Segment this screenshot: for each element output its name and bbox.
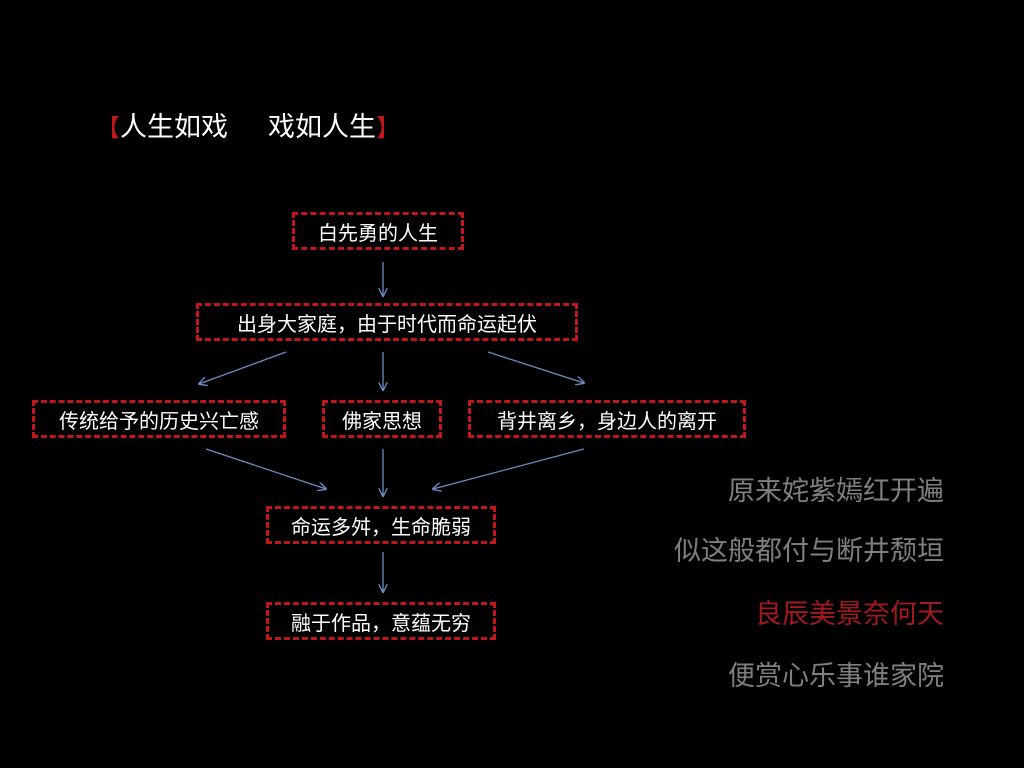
node-origin: 出身大家庭，由于时代而命运起伏 bbox=[196, 303, 578, 341]
poem-line-2: 似这般都付与断井颓垣 bbox=[674, 536, 944, 567]
poem-line-1: 原来姹紫嫣红开遍 bbox=[728, 476, 944, 507]
title-part-1: 人生如戏 bbox=[120, 112, 228, 143]
poem-line-4: 便赏心乐事谁家院 bbox=[728, 661, 944, 692]
node-top: 白先勇的人生 bbox=[292, 212, 464, 250]
poem-line-3: 良辰美景奈何天 bbox=[755, 599, 944, 630]
title-part-2: 戏如人生 bbox=[268, 112, 376, 143]
arrow-origin-to-right bbox=[487, 351, 584, 383]
title-bracket-right: 】 bbox=[376, 114, 400, 142]
node-cause-middle: 佛家思想 bbox=[322, 400, 442, 438]
node-cause-right: 背井离乡，身边人的离开 bbox=[468, 400, 746, 438]
slide-title: 【人生如戏 戏如人生】 bbox=[96, 108, 400, 148]
arrow-right-to-result bbox=[433, 448, 585, 489]
node-result: 命运多舛，生命脆弱 bbox=[266, 506, 496, 544]
node-cause-left: 传统给予的历史兴亡感 bbox=[32, 400, 286, 438]
title-bracket-left: 【 bbox=[96, 114, 120, 142]
node-outcome: 融于作品，意蕴无穷 bbox=[266, 602, 496, 640]
arrow-left-to-result bbox=[205, 448, 326, 489]
arrow-origin-to-left bbox=[199, 351, 287, 384]
